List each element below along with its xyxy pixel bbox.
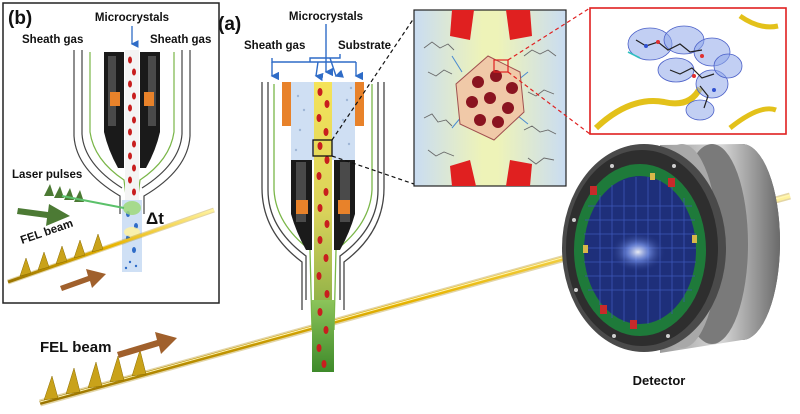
panel-b-laser-pulses-label: Laser pulses — [12, 169, 82, 181]
panel-a-label: (a) — [218, 14, 241, 35]
panel-b-sheath-gas-left-label: Sheath gas — [22, 34, 83, 46]
main-fel-beam-label: FEL beam — [40, 339, 111, 356]
panel-b-sheath-gas-right-label: Sheath gas — [150, 34, 211, 46]
zoom-structure-connector-lines — [507, 7, 591, 135]
panel-b-microcrystals-label: Microcrystals — [95, 12, 169, 24]
main-fel-pulses — [43, 349, 147, 401]
panel-b-delay-label: Δt — [146, 209, 164, 228]
panel-b-laser-beam — [61, 195, 125, 209]
detector-label: Detector — [633, 373, 686, 388]
panel-b-pump-spot — [123, 201, 141, 215]
zoom-source-box — [312, 139, 333, 157]
panel-b-injector — [73, 50, 191, 272]
panel-a-label-arrows — [270, 24, 363, 82]
panel-a-injector — [261, 82, 385, 372]
main-fel-direction-arrow — [117, 332, 177, 358]
zoom-structure-source-box — [493, 59, 509, 73]
panel-b-label: (b) — [8, 8, 32, 29]
panel-a-sheath-gas-label: Sheath gas — [244, 40, 305, 52]
detector — [562, 144, 780, 353]
panel-b-fel-beam — [7, 207, 215, 285]
protein-structure-panel — [589, 7, 787, 135]
panel-b-laser-direction-arrow — [17, 204, 70, 226]
zoom-connector-lines — [331, 17, 415, 185]
panel-b-fel-pulses — [19, 233, 104, 277]
panel-a-microcrystals-label: Microcrystals — [289, 11, 363, 23]
panel-a-substrate-label: Substrate — [338, 40, 391, 52]
panel-b-fel-direction-arrow — [60, 269, 106, 291]
panel-b-probe-spot — [124, 227, 140, 237]
